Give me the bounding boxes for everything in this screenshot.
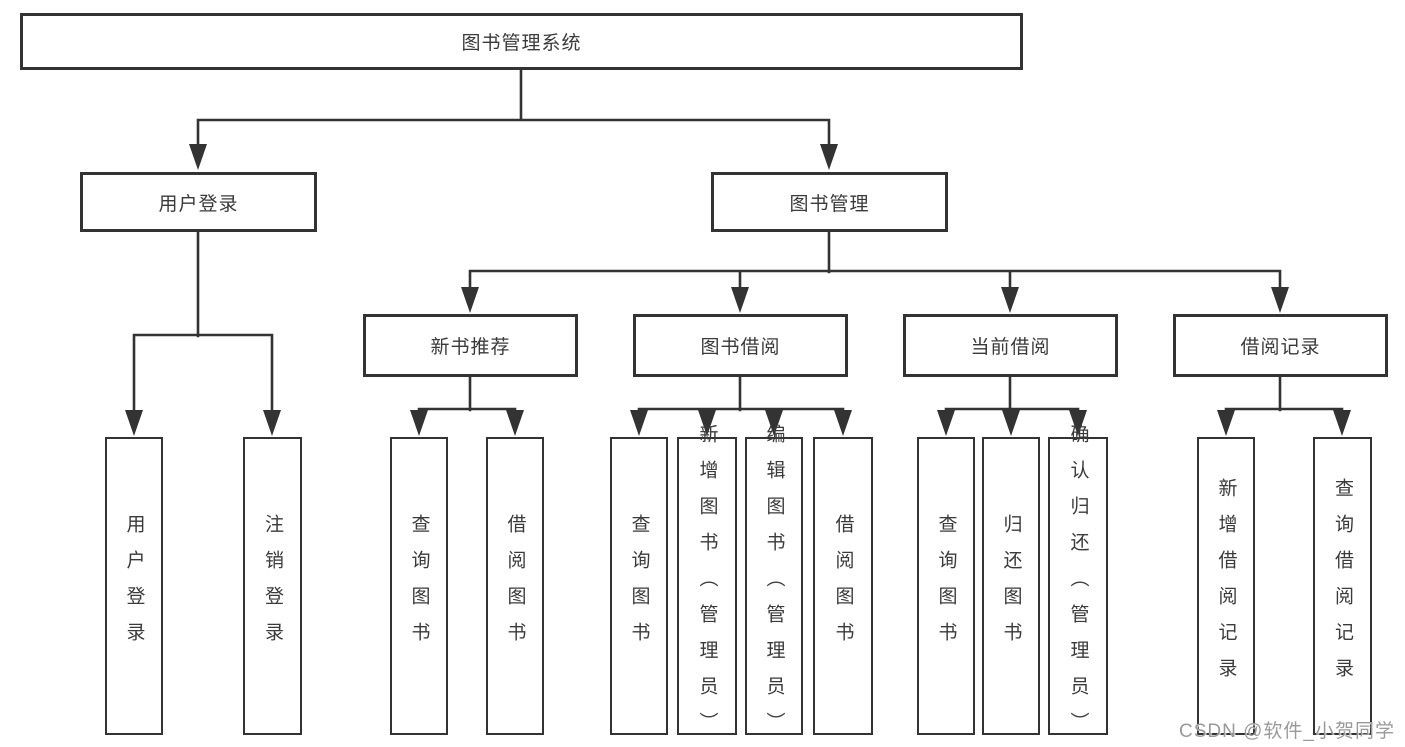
leaf-records-add: 新增借阅记录	[1197, 437, 1255, 735]
leaf-current-query-label: 查询图书	[935, 514, 957, 658]
leaf-borrow-borrow-label: 借阅图书	[832, 514, 854, 658]
node-user-login: 用户登录	[80, 172, 317, 232]
connector-current-borrow-to-leaves	[937, 375, 1087, 436]
connector-borrow-records-to-leaves	[1217, 375, 1351, 436]
node-current-borrow-label: 当前借阅	[970, 337, 1051, 358]
leaf-logout-label: 注销登录	[262, 514, 283, 658]
node-borrow-records-label: 借阅记录	[1240, 337, 1321, 358]
node-root: 图书管理系统	[20, 13, 1023, 70]
node-new-books-label: 新书推荐	[430, 337, 511, 358]
node-current-borrow: 当前借阅	[903, 314, 1118, 377]
leaf-records-add-label: 新增借阅记录	[1215, 478, 1237, 694]
connector-new-books-to-leaves	[410, 375, 524, 436]
node-book-mgmt-label: 图书管理	[789, 193, 870, 215]
node-user-login-label: 用户登录	[158, 193, 239, 215]
leaf-borrow-query-label: 查询图书	[628, 514, 650, 658]
node-new-books: 新书推荐	[363, 314, 578, 377]
leaf-current-return: 归还图书	[982, 437, 1040, 735]
connector-book-borrow-to-leaves	[630, 375, 852, 436]
leaf-borrow-edit-admin: 编辑图书（管理员）	[745, 424, 803, 747]
node-book-mgmt: 图书管理	[711, 172, 948, 232]
leaf-current-confirm-admin: 确认归还（管理员）	[1048, 424, 1108, 747]
leaf-borrow-add-admin: 新增图书（管理员）	[677, 424, 737, 747]
leaf-newbooks-query: 查询图书	[390, 437, 448, 735]
leaf-records-query: 查询借阅记录	[1313, 437, 1372, 735]
leaf-current-confirm-admin-label: 确认归还（管理员）	[1067, 424, 1089, 747]
node-borrow-records: 借阅记录	[1173, 314, 1388, 377]
node-root-label: 图书管理系统	[461, 33, 582, 54]
leaf-borrow-edit-admin-label: 编辑图书（管理员）	[763, 424, 785, 747]
leaf-user-login: 用户登录	[105, 437, 163, 735]
leaf-logout: 注销登录	[243, 437, 302, 735]
connector-root-to-level1	[189, 68, 838, 170]
connector-user-login-to-leaves	[125, 230, 281, 436]
leaf-newbooks-borrow: 借阅图书	[486, 437, 544, 735]
leaf-borrow-borrow: 借阅图书	[813, 437, 873, 735]
leaf-records-query-label: 查询借阅记录	[1332, 478, 1353, 694]
leaf-borrow-query: 查询图书	[610, 437, 668, 735]
leaf-newbooks-borrow-label: 借阅图书	[504, 514, 526, 658]
leaf-user-login-label: 用户登录	[123, 514, 145, 658]
leaf-current-query: 查询图书	[917, 437, 975, 735]
node-book-borrow: 图书借阅	[633, 314, 848, 377]
leaf-current-return-label: 归还图书	[1000, 514, 1022, 658]
node-book-borrow-label: 图书借阅	[700, 337, 781, 358]
connector-book-mgmt-to-level2	[461, 230, 1289, 313]
watermark: CSDN @软件_小贺同学	[1179, 721, 1395, 742]
leaf-borrow-add-admin-label: 新增图书（管理员）	[696, 424, 718, 747]
leaf-newbooks-query-label: 查询图书	[408, 514, 430, 658]
